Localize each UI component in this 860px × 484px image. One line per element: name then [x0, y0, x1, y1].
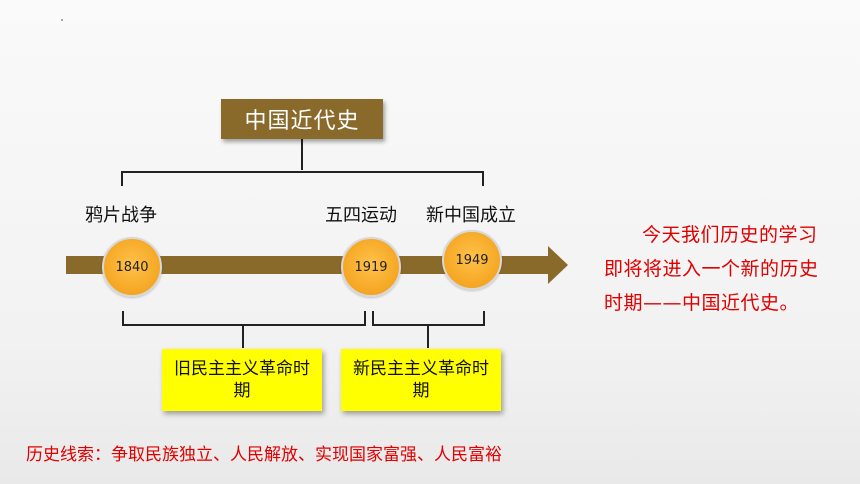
- intro-note: 今天我们历史的学习即将将进入一个新的历史时期——中国近代史。: [604, 224, 819, 314]
- year-circle-1840: 1840: [102, 237, 162, 297]
- history-clue: 历史线索：争取民族独立、人民解放、实现国家富强、人民富裕: [26, 445, 502, 465]
- top-bracket: [121, 171, 484, 186]
- new-democratic-bracket: [372, 311, 485, 326]
- timeline-arrow-head: [548, 246, 568, 284]
- event-label-opium-war: 鸦片战争: [85, 205, 157, 226]
- period-label-old-democratic: 旧民主主义革命时期: [174, 359, 310, 401]
- year-circle-1949: 1949: [442, 230, 502, 290]
- old-democratic-bracket: [122, 311, 366, 326]
- event-label-prc-founding: 新中国成立: [426, 205, 516, 226]
- period-box-old-democratic: 旧民主主义革命时期: [162, 349, 322, 411]
- decorative-dot: [61, 19, 63, 21]
- title-box: 中国近代史: [221, 99, 383, 139]
- period-label-new-democratic: 新民主主义革命时期: [353, 359, 489, 401]
- timeline-bar: [66, 256, 550, 274]
- event-label-may-fourth: 五四运动: [325, 205, 397, 226]
- period-box-new-democratic: 新民主主义革命时期: [341, 349, 501, 411]
- year-circle-1919: 1919: [341, 237, 401, 297]
